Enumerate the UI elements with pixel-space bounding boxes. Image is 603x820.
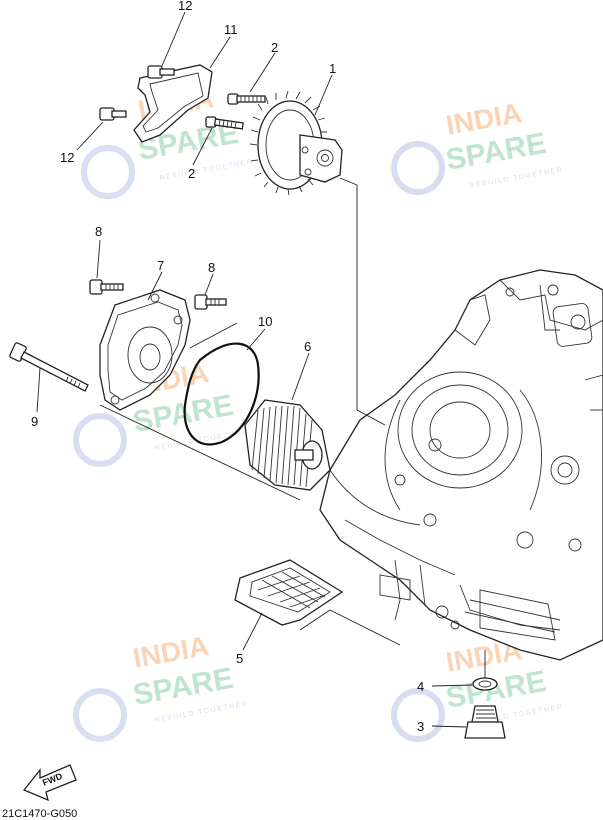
callout-labels: 12 11 2 1 12 2 8 7 8 10 6 9 5 4 3 (31, 0, 424, 734)
callout-5: 5 (236, 651, 243, 666)
part-3-drain-plug (464, 705, 506, 739)
part-12-bolt-top (147, 65, 175, 79)
callout-2-upper: 2 (271, 40, 278, 55)
diagram-code: 21C1470-G050 (2, 808, 77, 820)
callout-4: 4 (417, 679, 424, 694)
callout-7: 7 (157, 258, 164, 273)
callout-11: 11 (224, 22, 238, 37)
part-10-o-ring (183, 342, 260, 446)
watermark-logo-icon (81, 145, 135, 199)
part-7-oil-filter-cover (99, 289, 191, 411)
callout-12-left: 12 (60, 150, 74, 165)
callout-10: 10 (258, 314, 272, 329)
callout-2-lower: 2 (188, 166, 195, 181)
part-1-oil-pump-gear (249, 90, 343, 196)
part-6-oil-filter (244, 399, 331, 491)
callout-8-right: 8 (208, 260, 215, 275)
part-8-bolt-right (194, 294, 227, 310)
crankcase-assembly (319, 269, 603, 661)
part-11-gasket-plate (133, 64, 213, 143)
part-12-bolt-left (99, 107, 127, 121)
callout-9: 9 (31, 414, 38, 429)
part-9-long-bolt (9, 342, 89, 392)
watermark-top-right: INDIA SPARE REBUILD TOGETHER (391, 97, 564, 195)
watermark-logo-icon (391, 141, 445, 195)
part-8-bolt-left (89, 279, 124, 295)
callout-3: 3 (417, 719, 424, 734)
watermark-logo-icon (73, 413, 127, 467)
fwd-arrow-icon (22, 764, 77, 802)
watermark-bottom-left: INDIA SPARE REBUILD TOGETHER (73, 630, 249, 742)
part-5-oil-strainer (234, 559, 344, 626)
watermark-logo-icon (391, 688, 445, 742)
callout-1: 1 (329, 61, 336, 76)
reference-lines (99, 177, 486, 680)
part-2-screw-upper (227, 93, 266, 105)
part-2-screw-lower (205, 116, 244, 130)
part-4-washer (472, 677, 498, 691)
fwd-arrow: FWD (22, 764, 77, 802)
callout-8-left: 8 (95, 224, 102, 239)
callout-12-top: 12 (178, 0, 192, 13)
watermark-tagline: REBUILD TOGETHER (159, 159, 254, 182)
watermark-logo-icon (73, 688, 127, 742)
callout-leaders (36, 11, 473, 728)
callout-6: 6 (304, 339, 311, 354)
